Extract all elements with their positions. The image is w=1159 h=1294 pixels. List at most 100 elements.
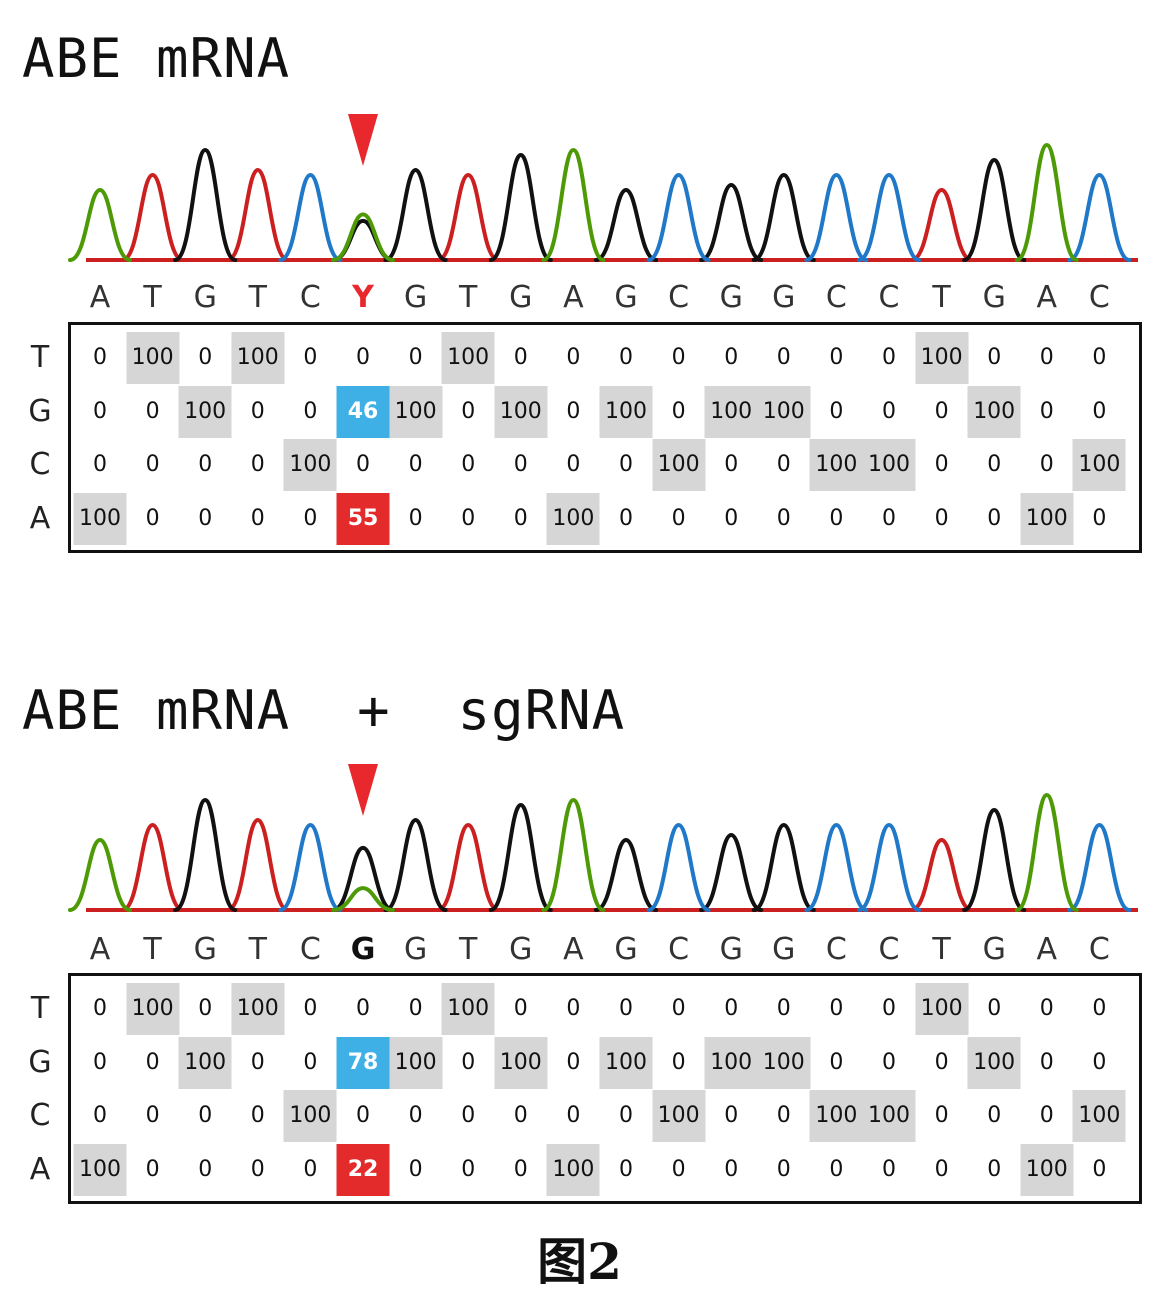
percentage-cell: 0 (250, 505, 265, 531)
percentage-cell: 0 (408, 996, 423, 1021)
percentage-cell: 100 (967, 385, 1021, 438)
sequence-base: T (459, 932, 478, 967)
trace-peak-G (699, 832, 764, 912)
percentage-cell: 0 (566, 398, 581, 424)
percentage-cell: 0 (198, 452, 213, 477)
percentage-cell: 100 (704, 385, 758, 438)
row-label-G: G (28, 1044, 52, 1080)
percentage-cell: 0 (987, 505, 1002, 531)
trace-peak-A (331, 212, 395, 262)
percentage-cell: 0 (671, 1049, 686, 1075)
trace-peak-A (541, 797, 606, 912)
percentage-cell: 0 (145, 1103, 160, 1128)
trace-peak-T (909, 187, 974, 262)
percentage-cell: 0 (829, 1049, 844, 1075)
percentage-cell: 0 (566, 452, 581, 477)
percentage-cell: 0 (776, 345, 791, 370)
percentage-cell: 0 (93, 398, 107, 424)
sequence-base: C (668, 932, 690, 967)
percentage-cell: 0 (566, 345, 581, 370)
percentage-cell: 0 (829, 345, 844, 370)
percentage-cell: 0 (93, 1103, 107, 1128)
percentage-cell: 0 (934, 505, 949, 531)
chromatogram-plot (68, 114, 1138, 262)
percentage-cell: 0 (671, 398, 686, 424)
sequence-base: G (509, 280, 533, 315)
percentage-cell: 0 (461, 1049, 476, 1075)
trace-peak-G (488, 802, 553, 912)
sequence-base: A (1036, 280, 1058, 315)
percentage-cell: 100 (283, 1090, 337, 1142)
percentage-cell: 0 (145, 1156, 160, 1182)
percentage-cell: 0 (671, 996, 686, 1021)
percentage-cell: 100 (441, 983, 495, 1035)
trace-peak-T (909, 837, 974, 912)
percentage-cell: 0 (408, 1103, 423, 1128)
percentage-cell: 0 (882, 398, 896, 424)
percentage-cell: 0 (250, 1049, 265, 1075)
percentage-cell: 0 (1039, 398, 1054, 424)
percentage-cell: 0 (1039, 452, 1054, 477)
sequence-base: G (193, 280, 217, 315)
percentage-cell: 100 (126, 332, 180, 384)
percentage-cell: 0 (619, 452, 633, 477)
percentage-cell: 0 (724, 996, 739, 1021)
panel-title: ABE mRNA + sgRNA (22, 679, 626, 742)
percentage-cell: 0 (776, 996, 791, 1021)
percentage-cell: 0 (987, 452, 1002, 477)
sequence-base: G (982, 932, 1006, 967)
panel-title: ABE mRNA (22, 27, 291, 90)
row-label-T: T (30, 991, 50, 1026)
trace-peak-T (436, 172, 501, 262)
trace-peak-T (225, 817, 290, 912)
percentage-cell: 100 (1072, 439, 1126, 491)
sequence-base: C (1088, 280, 1110, 315)
trace-peak-G (331, 845, 395, 912)
percentage-cell: 100 (546, 1143, 600, 1196)
percentage-cell: 0 (934, 452, 949, 477)
percentage-cell: 100 (757, 385, 811, 438)
sequence-base: T (248, 932, 267, 967)
percentage-cell: 0 (513, 996, 528, 1021)
trace-peak-C (646, 172, 711, 262)
variant-arrow-icon (348, 764, 378, 816)
percentage-cell: 0 (934, 1103, 949, 1128)
percentage-cell: 0 (882, 1156, 896, 1182)
trace-peak-A (68, 187, 132, 262)
trace-peak-G (962, 807, 1027, 912)
percentage-cell: 0 (513, 345, 528, 370)
percentage-cell: 0 (671, 1156, 686, 1182)
percentage-cell: 0 (1039, 996, 1054, 1021)
percentage-cell: 0 (250, 1103, 265, 1128)
percentage-cell: 100 (494, 1036, 548, 1089)
percentage-cell: 0 (1092, 1049, 1107, 1075)
row-label-G: G (28, 393, 52, 429)
trace-peak-C (1067, 822, 1132, 912)
percentage-cell: 100 (389, 385, 443, 438)
percentage-cell: 100 (915, 332, 969, 384)
sequence-base: C (878, 932, 900, 967)
trace-peak-G (488, 152, 553, 262)
percentage-cell: 100 (967, 1036, 1021, 1089)
sequence-base: C (1088, 932, 1110, 967)
percentage-cell: 0 (145, 1049, 160, 1075)
sequence-base: G (614, 932, 638, 967)
row-label-T: T (30, 340, 50, 375)
trace-peak-G (594, 837, 658, 912)
percentage-cell: 100 (1020, 1143, 1074, 1196)
trace-peak-A (541, 147, 606, 262)
percentage-cell: 0 (566, 996, 581, 1021)
trace-peak-C (278, 822, 343, 912)
sequence-base: G (614, 280, 638, 315)
sequence-base: T (248, 280, 267, 315)
sequence-base: A (563, 280, 584, 315)
percentage-cell: 46 (336, 385, 390, 438)
trace-peak-G (173, 797, 238, 912)
percentage-cell: 0 (776, 1156, 791, 1182)
percentage-cell: 0 (93, 345, 107, 370)
percentage-cell: 0 (303, 1156, 318, 1182)
percentage-cell: 0 (671, 345, 686, 370)
percentage-cell: 0 (882, 345, 896, 370)
